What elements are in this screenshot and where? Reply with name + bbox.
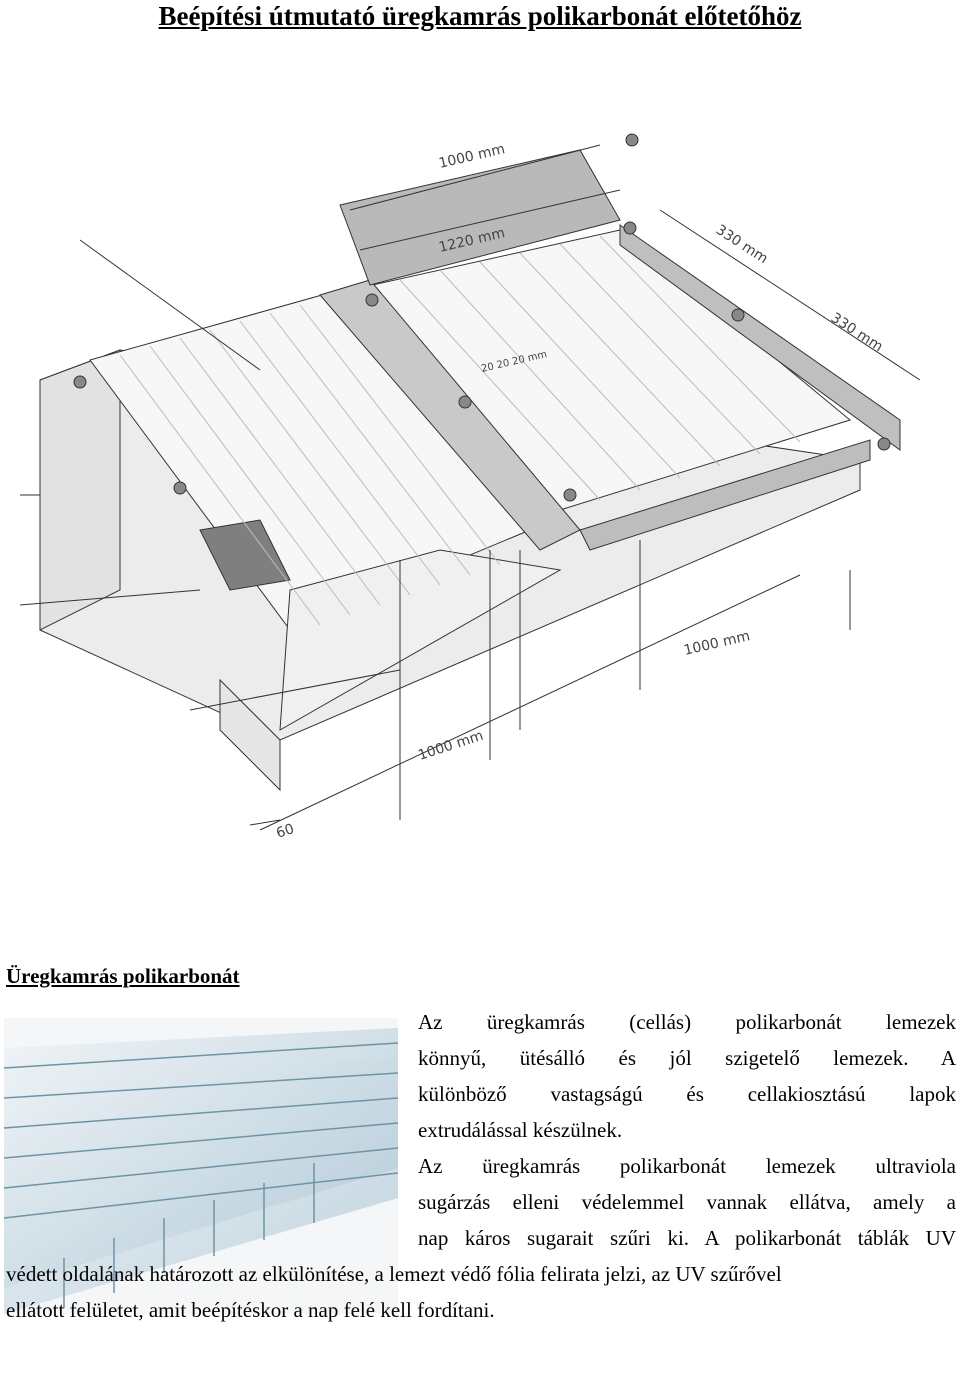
front-profile (579, 439, 871, 551)
text-line-8: védett oldalának határozott az elkülönít… (6, 1262, 782, 1286)
screw-icon (877, 437, 891, 451)
screw-icon (73, 375, 87, 389)
dim-overhang: 60 (274, 821, 296, 842)
page-title: Beépítési útmutató üregkamrás polikarbon… (158, 1, 802, 31)
edge-profile-top (339, 149, 621, 286)
dim-length-side: 1000 mm (416, 728, 485, 764)
text-line-6: sugárzás elleni védelemmel vannak ellátv… (418, 1190, 956, 1214)
screw-icon (458, 395, 472, 409)
dim-length-front: 1000 mm (682, 628, 751, 659)
screw-icon (563, 488, 577, 502)
section-heading: Üregkamrás polikarbonát (6, 964, 240, 988)
text-line-2: könnyű, ütésálló és jól szigetelő lemeze… (418, 1046, 956, 1070)
text-line-1: Az üregkamrás (cellás) polikarbonát leme… (418, 1010, 956, 1034)
polycarbonate-photo (4, 1018, 398, 1314)
text-line-4: extrudálással készülnek. (418, 1118, 623, 1142)
screw-icon (365, 293, 379, 307)
text-line-7: nap káros sugarait szűri ki. A polikarbo… (418, 1226, 956, 1250)
text-line-3: különböző vastagságú és cellakiosztású l… (418, 1082, 956, 1106)
dim-spacing-a: 330 mm (713, 222, 771, 267)
end-cap (199, 519, 291, 591)
screw-icon (173, 481, 187, 495)
support-post (219, 678, 281, 792)
text-line-5: Az üregkamrás polikarbonát lemezek ultra… (418, 1154, 956, 1178)
screws (73, 133, 891, 502)
dim-spacing-b: 330 mm (828, 310, 886, 355)
screw-icon (623, 221, 637, 235)
dim-width-top: 1000 mm (437, 141, 506, 172)
screw-icon (625, 133, 639, 147)
installation-diagram: 1000 mm 1220 mm 330 mm 330 mm 20 20 20 m… (20, 133, 921, 842)
screw-icon (731, 308, 745, 322)
edge-profile-right (619, 224, 901, 451)
wall-beam-side (39, 349, 121, 631)
text-line-9: ellátott felületet, amit beépítéskor a n… (6, 1298, 495, 1322)
